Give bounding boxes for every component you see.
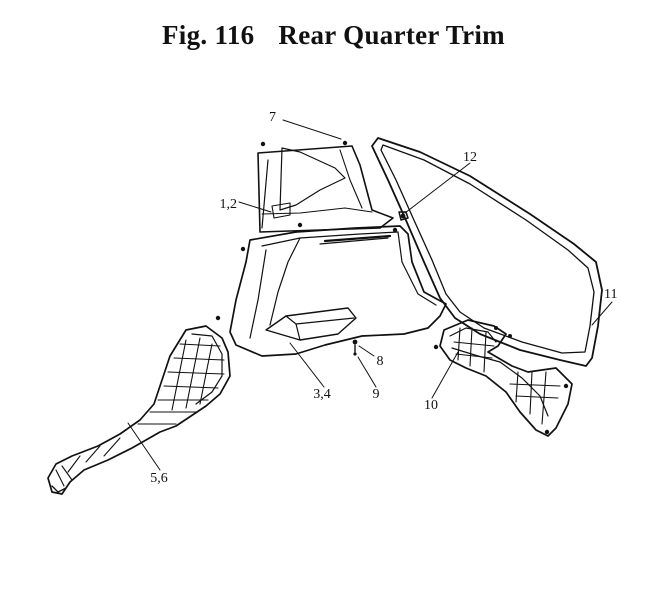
upper-quarter-trim-panel — [257, 140, 394, 233]
callout-3-4: 3,4 — [313, 387, 331, 402]
figure-title: Fig. 116 Rear Quarter Trim — [0, 20, 667, 51]
callout-11: 11 — [604, 287, 617, 302]
rear-window-weatherstrip — [371, 137, 603, 367]
callout-labels: 7 12 1,2 11 8 3,4 9 10 5,6 — [150, 110, 617, 486]
callout-7: 7 — [269, 110, 276, 125]
callout-9: 9 — [373, 387, 380, 402]
lower-side-trim-panel — [47, 325, 231, 495]
callout-5-6: 5,6 — [150, 471, 168, 486]
leader-lines — [127, 119, 613, 471]
main-quarter-trim-panel — [215, 222, 447, 357]
callout-1-2: 1,2 — [220, 197, 238, 212]
callout-10: 10 — [424, 398, 438, 413]
figure-number: Fig. 116 — [162, 20, 255, 50]
retaining-clip-12 — [398, 211, 409, 221]
callout-12: 12 — [463, 150, 477, 165]
figure-caption: Rear Quarter Trim — [278, 20, 505, 50]
wheelhouse-trim-panel — [433, 319, 573, 437]
callout-8: 8 — [377, 354, 384, 369]
screw-and-washer — [352, 339, 358, 356]
